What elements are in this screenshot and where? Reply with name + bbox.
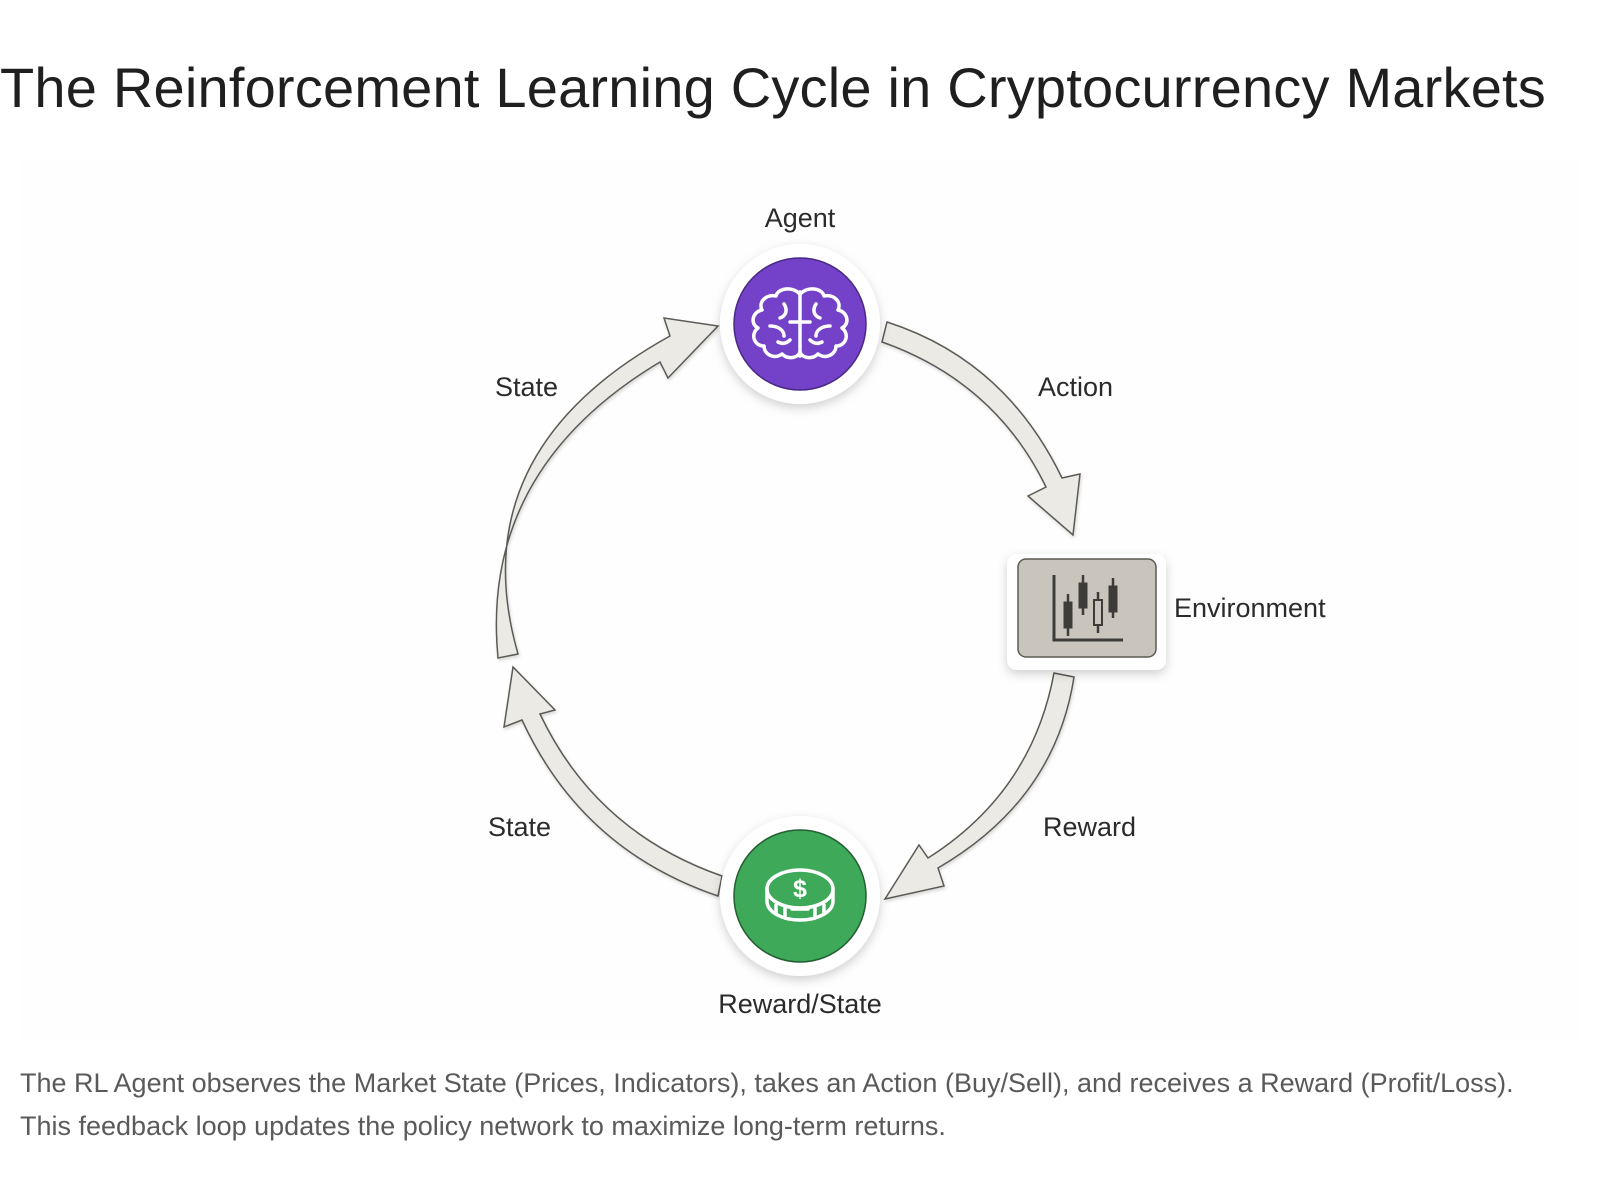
agent-label: Agent (764, 203, 836, 233)
action-arrow (881, 321, 1081, 537)
reward-arrow (883, 672, 1075, 901)
state-edge-label-lower: State (488, 812, 552, 842)
action-edge-label: Action (1038, 372, 1114, 402)
dollar-sign-icon: $ (793, 875, 807, 903)
page-title: The Reinforcement Learning Cycle in Cryp… (0, 56, 1546, 119)
environment-node (1007, 554, 1166, 670)
reward-state-label: Reward/State (718, 989, 882, 1019)
figure-caption: The RL Agent observes the Market State (… (20, 1068, 1514, 1141)
state-arrow-lower (503, 665, 723, 897)
brain-icon (751, 287, 849, 360)
state-arrow-upper (495, 317, 720, 659)
reward-node: $ (720, 816, 880, 976)
environment-label: Environment (1174, 593, 1326, 623)
coin-dollar-icon (765, 868, 835, 922)
reward-edge-label: Reward (1043, 812, 1137, 842)
agent-node (720, 244, 880, 404)
candlestick-chart-icon (1052, 575, 1123, 642)
state-edge-label-upper: State (495, 372, 559, 402)
